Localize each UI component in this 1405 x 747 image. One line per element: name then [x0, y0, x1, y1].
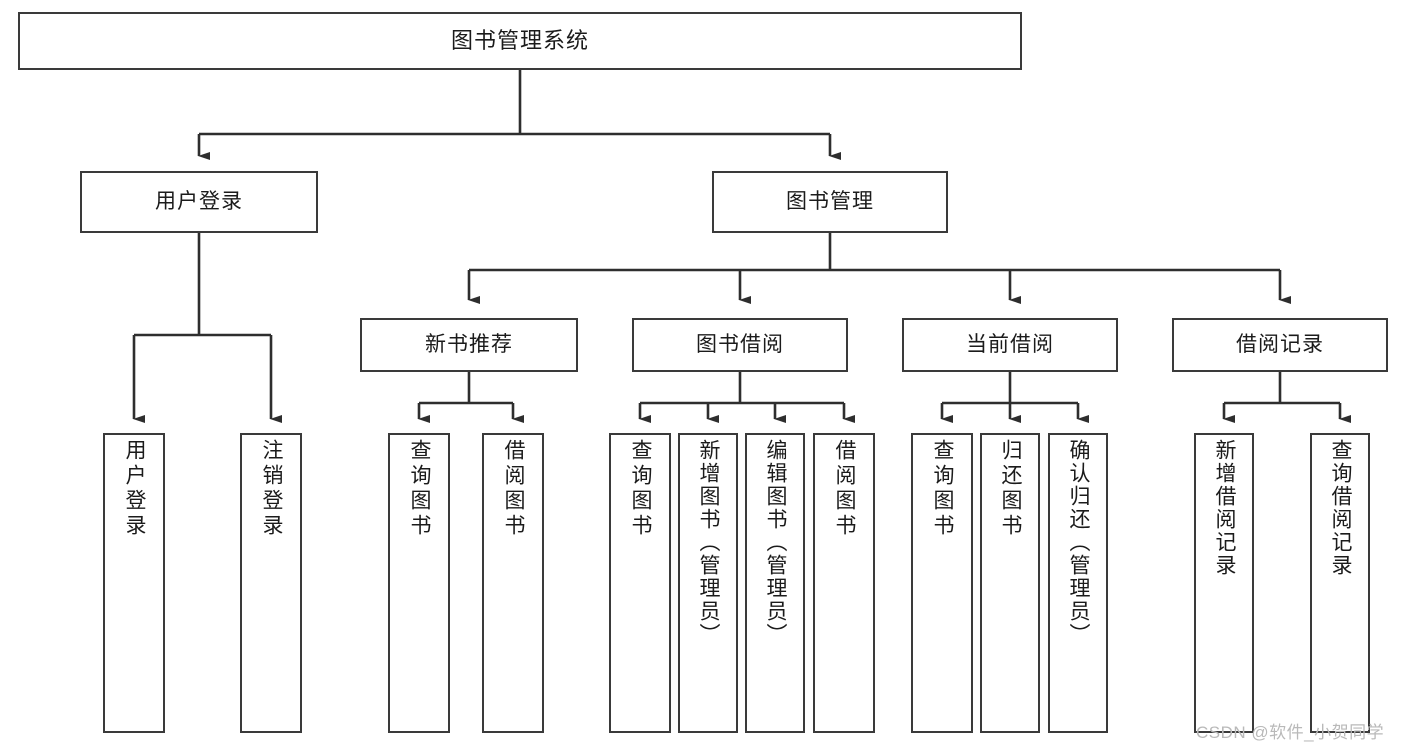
watermark-text: CSDN @软件_小贺同学	[1196, 723, 1385, 742]
node-label: 编辑图书（管理员）	[764, 439, 788, 646]
node-label: 借阅图书	[502, 439, 526, 539]
leaf-new-book-query[interactable]: 查询图书	[388, 433, 450, 733]
node-label: 注销登录	[260, 439, 284, 539]
leaf-book-borrow-add[interactable]: 新增图书（管理员）	[678, 433, 738, 733]
leaf-current-borrow-return[interactable]: 归还图书	[980, 433, 1040, 733]
node-current-borrow[interactable]: 当前借阅	[902, 318, 1118, 372]
node-label: 查询图书	[629, 439, 653, 539]
node-label: 确认归还（管理员）	[1067, 439, 1091, 646]
node-book-borrow[interactable]: 图书借阅	[632, 318, 848, 372]
leaf-user-login-login[interactable]: 用户登录	[103, 433, 165, 733]
leaf-new-book-borrow[interactable]: 借阅图书	[482, 433, 544, 733]
node-borrow-records[interactable]: 借阅记录	[1172, 318, 1388, 372]
node-label: 图书管理系统	[450, 28, 589, 54]
node-label: 新增图书（管理员）	[697, 439, 721, 646]
node-label: 查询图书	[408, 439, 432, 539]
leaf-borrow-records-add[interactable]: 新增借阅记录	[1194, 433, 1254, 733]
leaf-book-borrow-borrow[interactable]: 借阅图书	[813, 433, 875, 733]
leaf-current-borrow-query[interactable]: 查询图书	[911, 433, 973, 733]
node-label: 用户登录	[155, 189, 243, 213]
leaf-borrow-records-query[interactable]: 查询借阅记录	[1310, 433, 1370, 733]
node-label: 用户登录	[123, 439, 147, 539]
node-root-system[interactable]: 图书管理系统	[18, 12, 1022, 70]
node-label: 查询图书	[931, 439, 955, 539]
node-label: 图书借阅	[696, 332, 784, 356]
node-new-book-recommend[interactable]: 新书推荐	[360, 318, 578, 372]
node-label: 新书推荐	[425, 332, 513, 356]
leaf-current-borrow-confirm-return[interactable]: 确认归还（管理员）	[1048, 433, 1108, 733]
node-label: 查询借阅记录	[1329, 439, 1353, 577]
node-label: 新增借阅记录	[1213, 439, 1237, 577]
node-book-management[interactable]: 图书管理	[712, 171, 948, 233]
leaf-user-login-logout[interactable]: 注销登录	[240, 433, 302, 733]
node-label: 当前借阅	[966, 332, 1054, 356]
node-label: 借阅图书	[833, 439, 857, 539]
node-label: 借阅记录	[1236, 332, 1324, 356]
node-label: 图书管理	[786, 189, 874, 213]
leaf-book-borrow-query[interactable]: 查询图书	[609, 433, 671, 733]
node-label: 归还图书	[999, 439, 1023, 539]
node-user-login[interactable]: 用户登录	[80, 171, 318, 233]
leaf-book-borrow-edit[interactable]: 编辑图书（管理员）	[745, 433, 805, 733]
